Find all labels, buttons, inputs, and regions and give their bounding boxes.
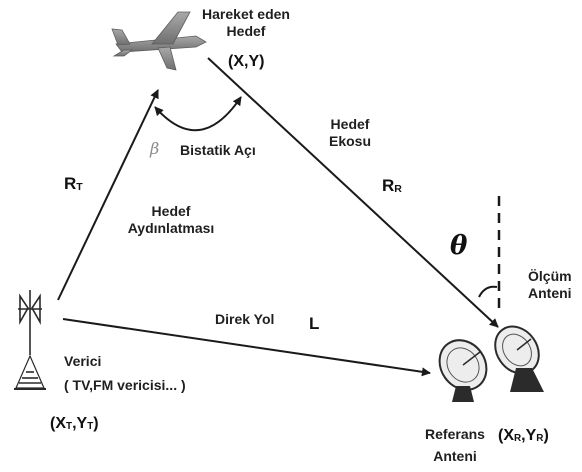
illumination-label-line1: Hedef xyxy=(151,203,191,219)
rr-main: R xyxy=(382,176,395,195)
beta-symbol: β xyxy=(150,139,160,158)
illumination-path-arrow xyxy=(57,89,159,301)
theta-symbol: θ xyxy=(450,231,468,261)
theta-angle-arc xyxy=(478,285,498,298)
tx-coord-mid: ,Y xyxy=(72,415,88,432)
direct-path-length-label: L xyxy=(309,314,320,333)
reference-label-line1: Referans xyxy=(425,426,485,442)
reference-antenna-label: Referans Anteni xyxy=(416,426,494,465)
rx-coord-open: (X xyxy=(498,427,514,444)
measurement-label-line1: Ölçüm xyxy=(528,268,572,284)
target-label-line2: Hedef xyxy=(226,23,266,39)
rx-coord-close: ) xyxy=(543,427,549,444)
receiver-coordinates: (XR,YR) xyxy=(498,426,549,448)
echo-label: Hedef Ekosu xyxy=(320,116,380,150)
measurement-antenna-label: Ölçüm Anteni xyxy=(528,268,572,302)
tx-coord-close: ) xyxy=(93,415,99,432)
rr-subscript: R xyxy=(394,182,402,195)
tx-coord-sub2: T xyxy=(87,420,94,432)
measurement-label-line2: Anteni xyxy=(528,285,572,301)
direct-path-label: Direk Yol xyxy=(215,311,275,327)
bistatic-angle-arc xyxy=(154,96,242,132)
target-coordinates: (X,Y) xyxy=(228,53,265,70)
tx-coord-open: (X xyxy=(50,415,66,432)
echo-label-line1: Hedef xyxy=(330,116,370,132)
echo-path-arrow xyxy=(207,57,499,328)
reference-dish-icon xyxy=(438,339,488,402)
target-label-line1: Hareket eden xyxy=(202,6,290,22)
rx-coord-mid: ,Y xyxy=(521,427,537,444)
tx-coord-sub1: T xyxy=(66,420,73,432)
direct-path-arrow xyxy=(62,318,431,377)
transmitter-label-line2: ( TV,FM vericisi... ) xyxy=(64,377,186,393)
rt-main: R xyxy=(64,174,77,193)
aircraft-icon xyxy=(111,11,207,71)
transmitter-label-line1: Verici xyxy=(64,353,102,369)
reference-label-line2: Anteni xyxy=(433,448,477,464)
rx-coord-sub1: R xyxy=(514,432,522,444)
bistatic-angle-label: Bistatik Açı xyxy=(180,142,256,158)
rt-label: RT xyxy=(64,174,83,197)
transmitter-label: Verici ( TV,FM vericisi... ) xyxy=(64,353,186,394)
target-label: Hareket eden Hedef xyxy=(198,6,294,40)
echo-label-line2: Ekosu xyxy=(328,133,371,149)
illumination-label-line2: Aydınlatması xyxy=(127,220,215,236)
transmitter-tower-icon xyxy=(14,290,46,390)
rt-subscript: T xyxy=(76,180,83,193)
rx-coord-sub2: R xyxy=(536,432,544,444)
rr-label: RR xyxy=(382,176,402,199)
transmitter-coordinates: (XT,YT) xyxy=(50,414,99,436)
measurement-dish-icon xyxy=(494,325,544,392)
illumination-label: Hedef Aydınlatması xyxy=(106,203,236,237)
